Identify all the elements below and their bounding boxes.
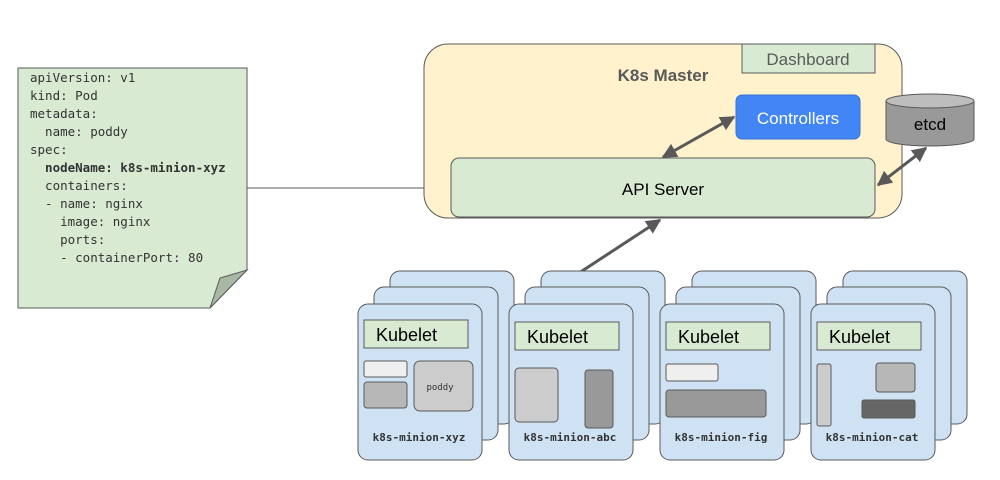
kubelet-box [514,321,620,351]
kubelet-label: Kubelet [829,327,890,347]
container-block [875,362,916,393]
pod-spec-line: nodeName: k8s-minion-xyz [30,160,226,175]
container-block [363,360,408,378]
node-k8s-minion-abc[interactable]: Kubelet k8s-minion-abc [508,270,666,461]
node-name: k8s-minion-fig [675,431,768,444]
pod-spec-line: spec: [30,142,68,157]
kubelet-box [665,321,771,351]
node-k8s-minion-fig[interactable]: Kubelet k8s-minion-fig [659,270,817,461]
api-server-label: API Server [622,180,705,199]
pod-spec-note: apiVersion: v1 kind: Pod metadata: name: p… [17,67,249,309]
kubelet-label: Kubelet [678,327,739,347]
pod-spec-text: apiVersion: v1 kind: Pod metadata: name: p… [30,70,226,265]
master-title: K8s Master [618,66,709,85]
api-controllers-arrow [661,115,736,159]
pod-spec-line: image: nginx [30,214,151,229]
pod-spec-line: metadata: [30,106,98,121]
pod-spec-line: name: poddy [30,124,128,139]
pod-label: poddy [426,383,454,393]
minion-nodes: Kubelet poddy k8s-minion-xyz Kubelet k8s… [357,270,968,461]
node-k8s-minion-cat[interactable]: Kubelet k8s-minion-cat [810,270,968,461]
pod-spec-line: - name: nginx [30,196,143,211]
api-server-box[interactable]: API Server [450,157,876,218]
pod-spec-line: apiVersion: v1 [30,70,135,85]
node-name: k8s-minion-cat [826,431,919,444]
kubelet-label: Kubelet [527,327,588,347]
poddy-pod[interactable] [413,360,474,412]
pod-spec-line: ports: [30,232,105,247]
container-block [861,399,916,419]
pod-spec-line: kind: Pod [30,88,98,103]
dashboard-label: Dashboard [766,50,849,69]
k8s-master: K8s Master Dashboard Controllers API Ser… [423,43,903,219]
controllers-label: Controllers [757,109,839,128]
container-block [665,363,719,382]
etcd-label: etcd [914,115,946,134]
dashboard-box[interactable]: Dashboard [741,43,876,74]
api-etcd-arrow [876,146,928,187]
node-name: k8s-minion-xyz [373,431,466,444]
container-block [816,363,832,427]
etcd-database[interactable]: etcd [885,93,975,147]
container-block [665,389,767,418]
kubelet-label: Kubelet [376,325,437,345]
node-k8s-minion-xyz[interactable]: Kubelet poddy k8s-minion-xyz [357,270,515,461]
container-block [584,369,614,429]
kubelet-box [816,321,922,351]
node-name: k8s-minion-abc [524,431,617,444]
controllers-box[interactable]: Controllers [735,94,861,140]
pod-spec-line: - containerPort: 80 [30,250,203,265]
pod-spec-line: containers: [30,178,128,193]
kubelet-box [363,319,469,349]
container-block [514,367,559,423]
container-block [363,381,408,409]
